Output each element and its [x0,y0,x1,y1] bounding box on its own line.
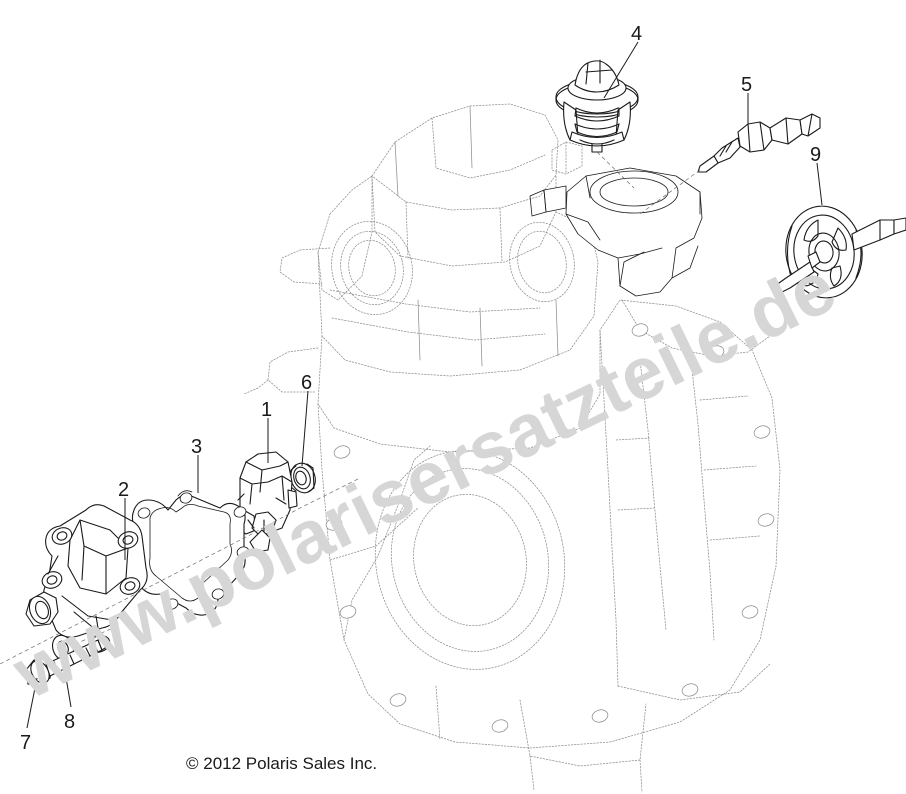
callout-number-9: 9 [810,144,822,166]
callout-number-4: 4 [631,23,643,45]
leader-4 [603,41,639,99]
engine-block-ghost [243,103,781,793]
callout-number-2: 2 [118,479,130,501]
part-5-temperature-sensor [639,113,821,215]
callout-number-5: 5 [741,74,753,96]
leader-7 [26,677,38,729]
copyright-notice: © 2012 Polaris Sales Inc. [186,754,378,773]
callout-number-8: 8 [64,711,76,733]
callout-number-1: 1 [261,399,273,421]
thermostat-housing [529,167,703,297]
leader-8 [61,653,72,708]
part-9-pump-shaft-impeller [771,205,906,299]
callout-number-6: 6 [301,372,313,394]
callout-number-3: 3 [191,436,203,458]
leader-lines [26,41,823,729]
leader-9 [816,162,823,206]
part-7-flange-bolt [25,637,109,687]
assembly-axis [0,477,361,665]
part-2-water-pump-cover [25,504,148,653]
part-4-thermostat [555,59,639,189]
callout-number-7: 7 [20,732,32,754]
part-3-gasket [129,490,250,616]
leader-6 [301,390,309,467]
